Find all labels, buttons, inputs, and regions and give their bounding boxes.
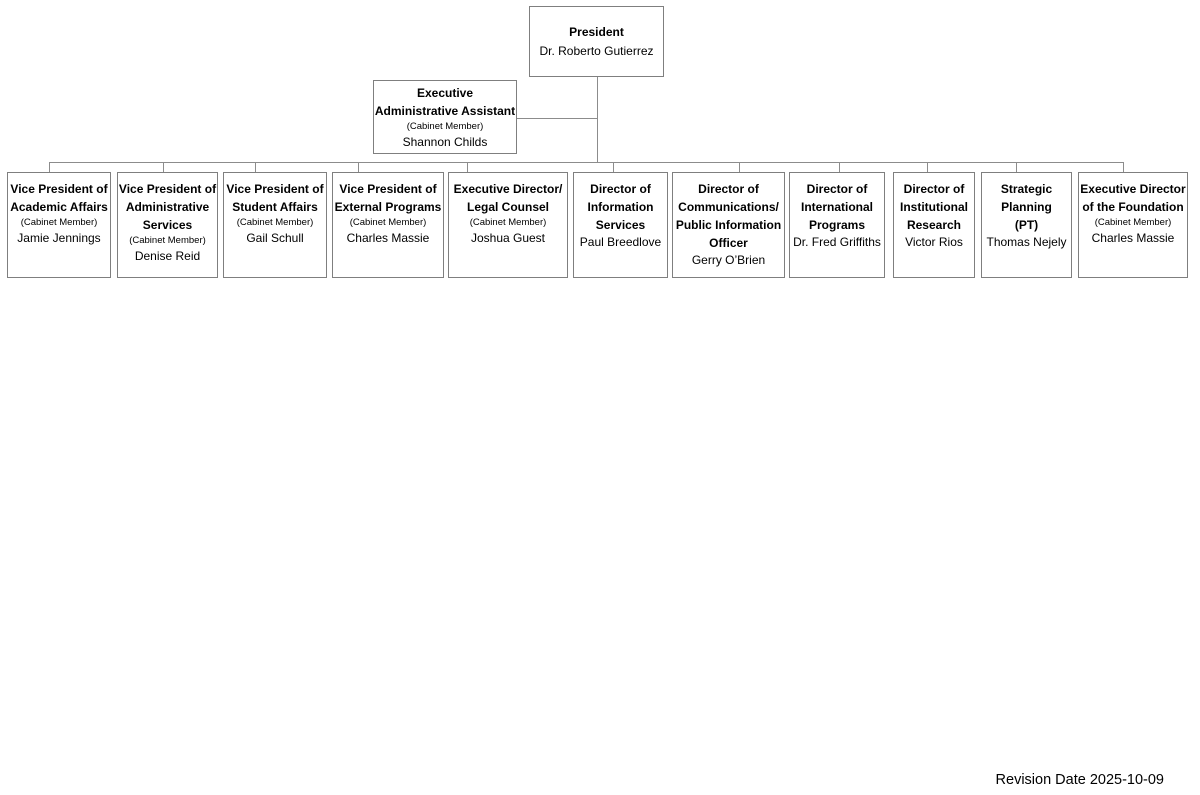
box-cabinet-label: (Cabinet Member) [236,217,314,228]
connector-stub [358,162,359,173]
report-box-director-information-services: Director of Information Services Paul Br… [573,172,668,278]
box-person-name: Joshua Guest [470,231,546,245]
box-title-line: Programs [808,218,866,232]
connector-stub [839,162,840,173]
box-title-line: Research [906,218,962,232]
box-title-line: Strategic [1000,182,1053,196]
box-title-line: Director of [590,182,651,196]
box-cabinet-label: (Cabinet Member) [129,235,206,246]
box-title-line: Vice President of [339,182,437,196]
box-title-line: Vice President of [226,182,324,196]
box-person-name: Paul Breedlove [579,235,662,249]
report-box-vp-student-affairs: Vice President of Student Affairs (Cabin… [223,172,327,278]
report-box-vp-administrative-services: Vice President of Administrative Service… [117,172,218,278]
connector-stub [1123,162,1124,173]
connector-stub [1016,162,1017,173]
box-cabinet-label: (Cabinet Member) [469,217,547,228]
report-box-director-communications-pio: Director of Communications/ Public Infor… [672,172,785,278]
box-title: President [569,24,624,39]
box-cabinet-label: (Cabinet Member) [1094,217,1172,228]
report-box-executive-director-foundation: Executive Director of the Foundation (Ca… [1078,172,1188,278]
connector-president-vertical [597,77,598,163]
assistant-box: Executive Administrative Assistant (Cabi… [373,80,517,154]
report-box-strategic-planning: Strategic Planning (PT) Thomas Nejely [981,172,1072,278]
box-person-name: Denise Reid [134,249,201,263]
box-person-name: Shannon Childs [402,134,488,149]
box-cabinet-label: (Cabinet Member) [20,217,98,228]
box-title-line: Director of [806,182,868,196]
box-title-line: Director of [698,182,759,196]
box-title-line: Administrative [125,200,210,214]
box-title-line: Communications/ [678,200,779,214]
box-title-line: External Programs [334,200,442,214]
report-box-vp-external-programs: Vice President of External Programs (Cab… [332,172,444,278]
box-title-line: Institutional [900,200,968,214]
connector-assistant-horizontal [517,118,598,119]
box-person-name: Gail Schull [246,231,304,245]
box-title-line: Services [595,218,646,232]
report-box-executive-director-legal-counsel: Executive Director/ Legal Counsel (Cabin… [448,172,568,278]
box-person-name: Charles Massie [346,231,430,245]
box-title-line: Administrative Assistant [374,103,516,118]
box-cabinet-label: (Cabinet Member) [406,120,484,132]
box-person-name: Jamie Jennings [17,231,101,245]
box-title-line: Planning [1001,200,1052,214]
box-title-line: Executive Director [1080,182,1186,196]
connector-stub [739,162,740,173]
box-title-line: Vice President of [118,182,217,196]
box-title-line: Information [587,200,654,214]
box-title-line: International [800,200,873,214]
connector-stub [49,162,50,173]
connector-stub [467,162,468,173]
report-box-director-institutional-research: Director of Institutional Research Victo… [893,172,975,278]
revision-date: Revision Date 2025-10-09 [995,772,1164,788]
box-title-line: Public Information [675,218,782,232]
box-title-line: Legal Counsel [466,200,549,214]
box-person-name: Charles Massie [1091,231,1175,245]
box-title-line: Vice President of [10,182,108,196]
box-title-line: Officer [709,236,748,250]
report-box-vp-academic-affairs: Vice President of Academic Affairs (Cabi… [7,172,111,278]
box-title-line: Academic Affairs [10,200,108,214]
box-title-line: (PT) [1014,218,1039,232]
connector-stub [927,162,928,173]
connector-stub [255,162,256,173]
box-person-name: Dr. Roberto Gutierrez [539,43,654,58]
box-cabinet-label: (Cabinet Member) [349,217,427,228]
box-title-line: of the Foundation [1082,200,1184,214]
box-person-name: Victor Rios [905,235,963,249]
box-title-line: Student Affairs [232,200,318,214]
box-title-line: Executive Director/ [453,182,563,196]
box-title-line: Services [142,218,193,232]
connector-rail [49,162,1124,163]
president-box: President Dr. Roberto Gutierrez [529,6,664,77]
connector-stub [163,162,164,173]
connector-stub [613,162,614,173]
box-person-name: Dr. Fred Griffiths [793,235,881,249]
box-title-line: Director of [903,182,965,196]
box-person-name: Gerry O’Brien [691,253,766,267]
box-title-line: Executive [416,85,474,100]
report-box-director-international-programs: Director of International Programs Dr. F… [789,172,885,278]
box-person-name: Thomas Nejely [986,235,1067,249]
